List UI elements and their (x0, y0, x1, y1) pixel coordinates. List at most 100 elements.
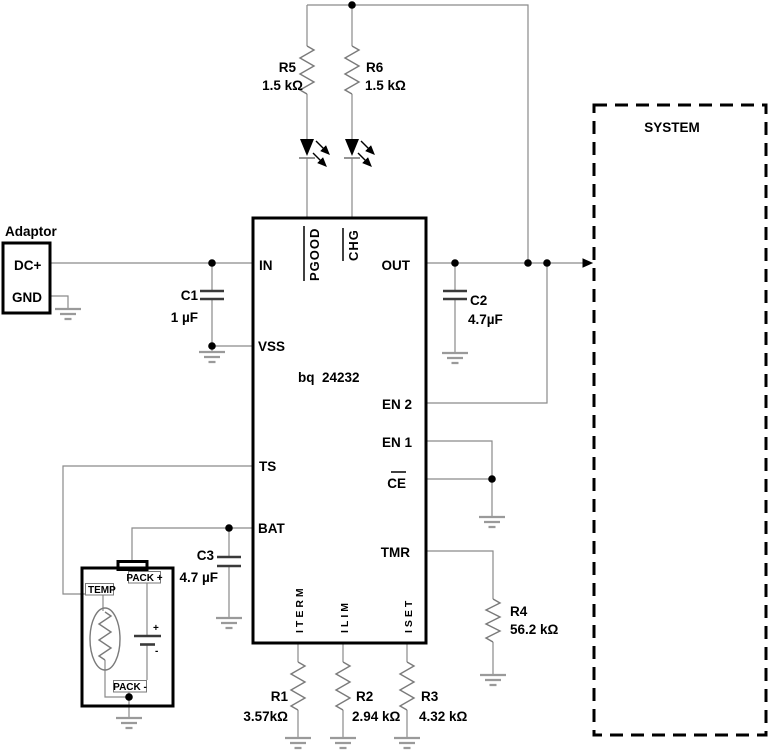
ground-icon (116, 716, 142, 730)
resistor-zigzag-icon (298, 45, 316, 95)
temp-label-box (85, 583, 114, 596)
ic-pin-en1: EN 1 (382, 435, 413, 450)
resistor-r4: R4 56.2 kΩ (484, 598, 559, 643)
junction-dots (125, 1, 551, 701)
capacitor-c3: C3 4.7 µF (179, 548, 241, 585)
capacitor-plates-icon (217, 555, 241, 568)
ic-pin-ilim: ILIM (339, 600, 351, 633)
ic-bq24232: bq 24232 IN VSS TS BAT OUT EN 2 EN 1 CE … (251, 216, 428, 645)
ic-pin-ce: CE (387, 476, 406, 491)
capacitor-c1: C1 1 µF (171, 288, 224, 325)
r4-ref: R4 (510, 604, 528, 619)
system-outline (592, 103, 768, 737)
ic-pin-pgood: PGOOD (307, 228, 322, 281)
led-emission-arrow (357, 152, 372, 167)
ground-icon (216, 616, 242, 630)
capacitor-c2: C2 4.7µF (443, 289, 503, 327)
ground-icon (285, 736, 311, 750)
led-diode-icon (300, 139, 314, 156)
led-pgood (299, 139, 330, 167)
ic-pin-iset: ISET (403, 598, 415, 633)
battery-pack: PACK + TEMP + - PACK - (80, 560, 175, 708)
pack-minus-label: PACK - (113, 682, 147, 693)
resistor-zigzag-icon (343, 45, 361, 95)
c1-value: 1 µF (171, 310, 198, 325)
resistor-zigzag-icon (289, 661, 307, 711)
wire-c1-vss (211, 263, 253, 352)
ic-part-number: bq 24232 (298, 370, 360, 385)
c1-ref: C1 (181, 288, 199, 303)
c2-value: 4.7µF (468, 312, 503, 327)
ground-icon (442, 351, 468, 365)
wire-adaptor-gnd (50, 295, 69, 309)
adaptor-box: Adaptor DC+ GND (1, 224, 57, 315)
ic-pin-chg: CHG (346, 229, 361, 261)
pack-minus-label-box (113, 680, 147, 693)
ground-icon (479, 515, 505, 529)
ic-pin-out: OUT (382, 258, 411, 273)
resistor-zigzag-icon (484, 598, 502, 643)
resistor-r5: R5 1.5 kΩ (262, 45, 316, 95)
resistor-r2: R2 2.94 kΩ (334, 661, 401, 724)
r1-value: 3.57kΩ (243, 709, 288, 724)
ic-pin-in: IN (259, 258, 273, 273)
thermistor-icon (89, 607, 121, 671)
battery-plus-sign: + (153, 623, 159, 634)
adaptor-pin-gnd: GND (12, 290, 42, 305)
r3-ref: R3 (421, 689, 439, 704)
capacitor-plates-icon (443, 289, 467, 301)
r4-value: 56.2 kΩ (510, 622, 559, 637)
ic-outline (251, 216, 428, 645)
r2-ref: R2 (356, 689, 373, 704)
ground-icon (199, 350, 225, 364)
pack-plus-label-box (128, 571, 161, 584)
wire-ts-temp (62, 465, 253, 595)
r2-value: 2.94 kΩ (352, 709, 401, 724)
resistor-zigzag-icon (334, 661, 352, 711)
ground-icon (480, 673, 506, 687)
ground-icon (330, 736, 356, 750)
r6-value: 1.5 kΩ (365, 78, 406, 93)
ground-symbols (55, 307, 506, 750)
adaptor-outline (1, 241, 52, 315)
ic-pin-bat: BAT (258, 521, 285, 536)
ground-icon (394, 736, 420, 750)
ic-pin-en2: EN 2 (382, 397, 412, 412)
wire-en2 (426, 263, 548, 404)
ic-pin-ts: TS (259, 459, 276, 474)
led-chg (344, 139, 375, 167)
led-emission-arrow (312, 152, 327, 167)
resistor-zigzag-icon (398, 661, 416, 711)
battery-pack-outline (80, 566, 175, 708)
wires (50, 4, 594, 738)
resistor-r6: R6 1.5 kΩ (343, 45, 406, 95)
led-emission-arrow (315, 140, 330, 155)
adaptor-title: Adaptor (5, 224, 57, 239)
pack-plus-label: PACK + (126, 573, 162, 584)
system-box: SYSTEM (592, 103, 768, 737)
capacitor-plates-icon (200, 289, 224, 301)
c2-ref: C2 (470, 293, 487, 308)
wire-top-bus (307, 4, 529, 263)
resistor-r3: R3 4.32 kΩ (398, 661, 468, 724)
c3-value: 4.7 µF (179, 570, 218, 585)
ic-pin-vss: VSS (258, 339, 285, 354)
c3-ref: C3 (197, 548, 215, 563)
r5-value: 1.5 kΩ (262, 78, 303, 93)
led-emission-arrow (360, 140, 375, 155)
adaptor-pin-dc: DC+ (14, 258, 41, 273)
r3-value: 4.32 kΩ (419, 709, 468, 724)
ic-pin-iterm: ITERM (294, 585, 306, 633)
temp-label: TEMP (88, 585, 116, 596)
r5-ref: R5 (279, 60, 297, 75)
led-diode-icon (345, 139, 359, 156)
wire-battery-internal (102, 583, 148, 718)
battery-minus-sign: - (155, 646, 158, 657)
ic-pin-tmr: TMR (381, 545, 410, 560)
r1-ref: R1 (271, 689, 289, 704)
wire-tmr-r4 (426, 550, 494, 675)
r6-ref: R6 (366, 60, 384, 75)
system-label: SYSTEM (644, 120, 700, 135)
